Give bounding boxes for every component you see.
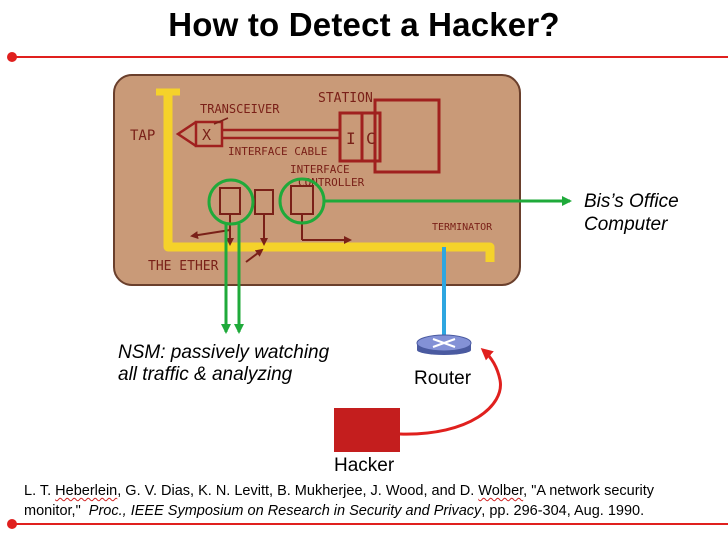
c-box-label: C: [366, 129, 376, 148]
hacker-label: Hacker: [334, 455, 395, 476]
attack-arrow: [399, 348, 502, 436]
interface-label: INTERFACE: [290, 163, 350, 176]
citation-line2-start: monitor,": [24, 503, 89, 519]
citation-line1: L. T. Heberlein, G. V. Dias, K. N. Levit…: [24, 481, 714, 501]
controller-label: CONTROLLER: [298, 176, 365, 189]
slide-title: How to Detect a Hacker?: [168, 6, 560, 43]
citation-line2-end: , pp. 296-304, Aug. 1990.: [481, 503, 645, 519]
citation-heberlein: Heberlein: [55, 483, 118, 499]
citation-wolber: Wolber: [478, 483, 524, 499]
nsm-label: NSM: passively watching all traffic & an…: [118, 342, 329, 386]
router-label: Router: [414, 368, 472, 389]
citation-line2: monitor," Proc., IEEE Symposium on Resea…: [24, 501, 714, 521]
interface-cable-label: INTERFACE CABLE: [228, 145, 327, 158]
bis-office-line2: Computer: [584, 214, 668, 235]
bis-office-label: Bis’s Office Computer: [584, 190, 679, 236]
citation-authors-b: , G. V. Dias, K. N. Levitt, B. Mukherjee…: [117, 483, 479, 499]
terminator-label: TERMINATOR: [432, 222, 493, 233]
citation-authors-a: L. T.: [24, 483, 56, 499]
top-rule: [7, 52, 728, 62]
bis-office-line1: Bis’s Office: [584, 191, 679, 212]
station-label: STATION: [318, 91, 373, 106]
i-box-label: I: [346, 129, 356, 148]
tap-label: TAP: [130, 128, 155, 144]
ether-label: THE ETHER: [148, 259, 219, 274]
hacker-box-icon: [334, 408, 400, 452]
nsm-line1: NSM: passively watching: [118, 342, 330, 363]
x-box-label: X: [202, 126, 211, 144]
router-icon: [416, 334, 472, 355]
transceiver-box: [175, 120, 224, 148]
nsm-line2: all traffic & analyzing: [118, 364, 293, 385]
tap-stations: [190, 185, 352, 263]
ether-cable: [163, 92, 495, 262]
nsm-tap-circle: [207, 178, 255, 226]
transceiver-label: TRANSCEIVER: [200, 102, 280, 116]
bottom-rule: [7, 519, 728, 529]
citation-title-part: , "A network security: [523, 483, 655, 499]
citation-venue: Proc., IEEE Symposium on Research in Sec…: [88, 503, 482, 519]
citation: L. T. Heberlein, G. V. Dias, K. N. Levit…: [24, 481, 714, 521]
